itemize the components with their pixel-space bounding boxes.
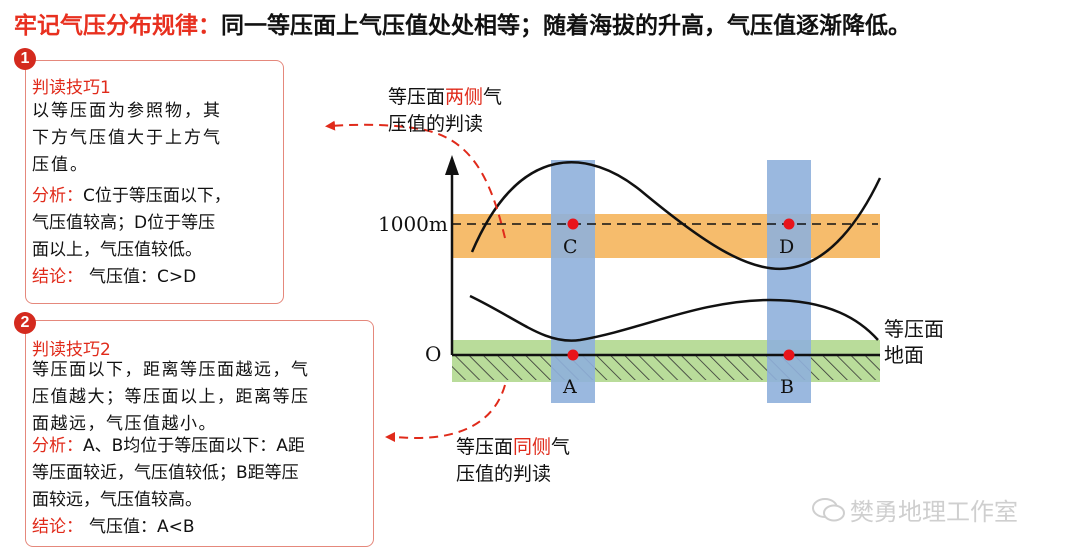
tip2-line1: 等压面以下，距离等压面越远，气 (32, 360, 310, 380)
ground-label: 地面 (884, 343, 924, 367)
tip2-conclusion-label: 结论： (32, 517, 83, 537)
tip2-badge: 2 (14, 312, 36, 334)
ground-hatch (452, 356, 880, 380)
both-sides-label: 等压面两侧气 压值的判读 (388, 84, 502, 138)
title-body: 同一等压面上气压值处处相等；随着海拔的升高，气压值逐渐降低。 (221, 13, 911, 39)
origin-label: O (425, 342, 441, 366)
tip1-badge: 1 (14, 48, 36, 70)
tip1-box: 判读技巧1 以等压面为参照物，其 下方气压值大于上方气 压值。 分析：C位于等压… (25, 60, 284, 304)
tip2-text: 等压面以下，距离等压面越远，气 压值越大；等压面以上，距离等压 面越远，气压值越… (32, 357, 310, 438)
both-sides-pre: 等压面 (388, 86, 446, 108)
tip1-analysis-l1: C位于等压面以下， (83, 186, 231, 206)
arrow-both-sides (325, 120, 506, 239)
tip2-box: 判读技巧2 等压面以下，距离等压面越远，气 压值越大；等压面以上，距离等压 面越… (25, 320, 374, 547)
tip2-conclusion: 气压值：A<B (89, 517, 195, 537)
tip1-conclusion-label: 结论： (32, 267, 83, 287)
same-side-line2: 压值的判读 (456, 463, 552, 485)
wechat-icon (812, 497, 846, 529)
point-b-dot (783, 349, 795, 361)
axis-arrowhead (445, 155, 459, 175)
column-band-right (767, 160, 811, 403)
tip1-analysis-label: 分析： (32, 186, 83, 206)
tip2-heading: 判读技巧2 (32, 340, 111, 360)
same-side-label: 等压面同侧气 压值的判读 (456, 434, 570, 488)
tip1-line2: 下方气压值大于上方气 (32, 128, 222, 148)
tip2-analysis-l1: A、B均位于等压面以下：A距 (83, 436, 305, 456)
tip2-line3: 面越远，气压值越小。 (32, 414, 217, 434)
watermark: 樊勇地理工作室 (812, 492, 1018, 529)
both-sides-post: 气 (483, 86, 503, 108)
tip1-line1: 以等压面为参照物，其 (32, 101, 222, 121)
arrow-same-side (385, 384, 506, 443)
tip1-text: 以等压面为参照物，其 下方气压值大于上方气 压值。 (32, 98, 222, 179)
tip1-heading: 判读技巧1 (32, 78, 111, 98)
page-title: 牢记气压分布规律：同一等压面上气压值处处相等；随着海拔的升高，气压值逐渐降低。 (14, 6, 911, 40)
tip2-line2: 压值越大；等压面以上，距离等压 (32, 387, 310, 407)
tip1-analysis-l3: 面以上，气压值较低。 (32, 240, 202, 260)
tip1-analysis-l2: 气压值较高；D位于等压 (32, 213, 216, 233)
both-sides-red: 两侧 (445, 86, 484, 108)
tip2-analysis-label: 分析： (32, 436, 83, 456)
upper-isobar-curve (470, 161, 882, 271)
point-a-dot (567, 349, 579, 361)
point-d-label: D (779, 236, 794, 258)
same-side-pre: 等压面 (456, 436, 514, 458)
both-sides-line2: 压值的判读 (388, 113, 484, 135)
tip1-line3: 压值。 (32, 155, 89, 175)
tip1-conclusion: 气压值：C>D (89, 267, 197, 287)
watermark-text: 樊勇地理工作室 (850, 498, 1018, 526)
same-side-red: 同侧 (513, 436, 552, 458)
point-c-label: C (563, 236, 578, 258)
tip2-analysis: 分析：A、B均位于等压面以下：A距 等压面较近，气压值较低；B距等压 面较远，气… (32, 433, 305, 541)
point-a-label: A (562, 376, 577, 398)
isobaric-surface-label: 等压面 (884, 317, 944, 341)
same-side-post: 气 (551, 436, 571, 458)
column-band-left (551, 160, 595, 403)
point-d-dot (783, 218, 795, 230)
altitude-1000-label: 1000m (378, 212, 448, 236)
tip2-analysis-l2: 等压面较近，气压值较低；B距等压 (32, 463, 299, 483)
point-b-label: B (780, 376, 794, 398)
tip1-analysis: 分析：C位于等压面以下， 气压值较高；D位于等压 面以上，气压值较低。 结论： 气… (32, 183, 231, 291)
tip2-analysis-l3: 面较远，气压值较高。 (32, 490, 202, 510)
altitude-band-orange (452, 214, 880, 258)
lower-isobar-curve (469, 294, 879, 342)
point-c-dot (567, 218, 579, 230)
title-prefix: 牢记气压分布规律： (14, 13, 221, 39)
